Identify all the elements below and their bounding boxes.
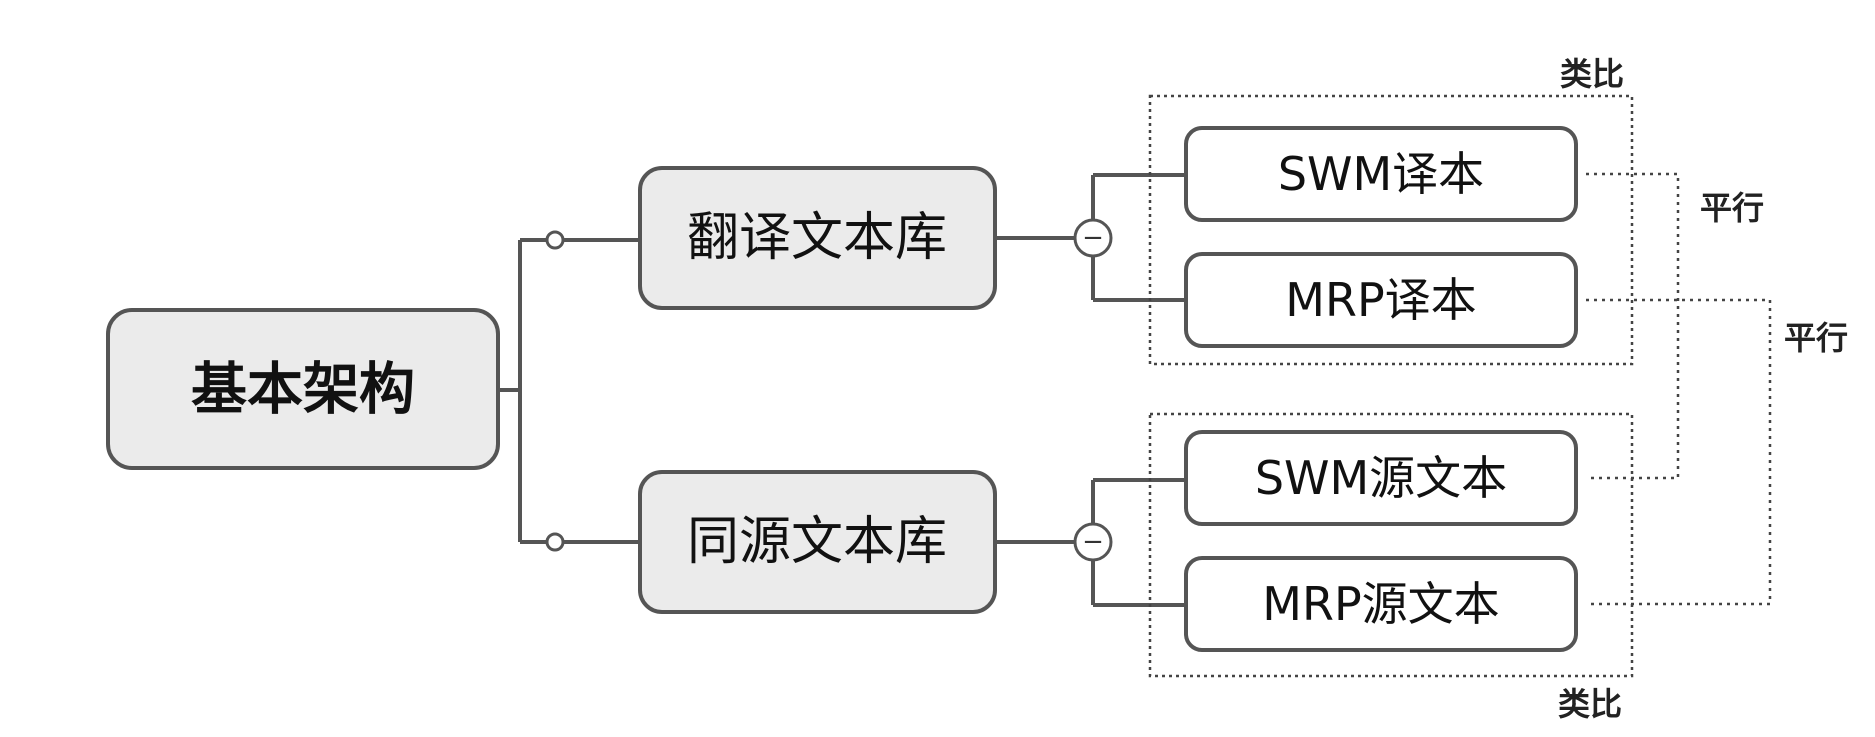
branch-node-source-corpus[interactable]: 同源文本库 xyxy=(638,470,997,614)
leaf-mrp-source-label: MRP源文本 xyxy=(1262,577,1499,631)
leaf-swm-translation-label: SWM译本 xyxy=(1278,147,1484,201)
branch-2-label: 同源文本库 xyxy=(687,512,947,572)
leaf-node-swm-source[interactable]: SWM源文本 xyxy=(1184,430,1578,526)
branch-2-connector-dot xyxy=(545,532,565,552)
analogy-group-box-bottom xyxy=(1148,412,1634,678)
leaf-node-mrp-translation[interactable]: MRP译本 xyxy=(1184,252,1578,348)
parallel-link-mrp xyxy=(1586,298,1772,606)
parallel-link-swm xyxy=(1586,172,1680,480)
leaf-node-mrp-source[interactable]: MRP源文本 xyxy=(1184,556,1578,652)
leaf-swm-source-label: SWM源文本 xyxy=(1255,451,1507,505)
collapse-toggle-branch-2[interactable]: − xyxy=(1073,522,1113,562)
parallel-label-swm: 平行 xyxy=(1700,189,1764,227)
root-label: 基本架构 xyxy=(191,358,415,423)
collapse-toggle-branch-1[interactable]: − xyxy=(1073,218,1113,258)
root-node[interactable]: 基本架构 xyxy=(106,308,500,470)
branch-1-label: 翻译文本库 xyxy=(687,208,947,268)
analogy-label-bottom: 类比 xyxy=(1558,685,1622,723)
minus-icon: − xyxy=(1082,223,1104,253)
leaf-node-swm-translation[interactable]: SWM译本 xyxy=(1184,126,1578,222)
branch-node-translation-corpus[interactable]: 翻译文本库 xyxy=(638,166,997,310)
analogy-group-box-top xyxy=(1148,94,1634,366)
leaf-mrp-translation-label: MRP译本 xyxy=(1285,273,1476,327)
branch-1-connector-dot xyxy=(545,230,565,250)
parallel-label-mrp: 平行 xyxy=(1784,319,1848,357)
minus-icon: − xyxy=(1082,527,1104,557)
analogy-label-top: 类比 xyxy=(1560,55,1624,93)
root-to-branches-connector xyxy=(498,238,555,544)
